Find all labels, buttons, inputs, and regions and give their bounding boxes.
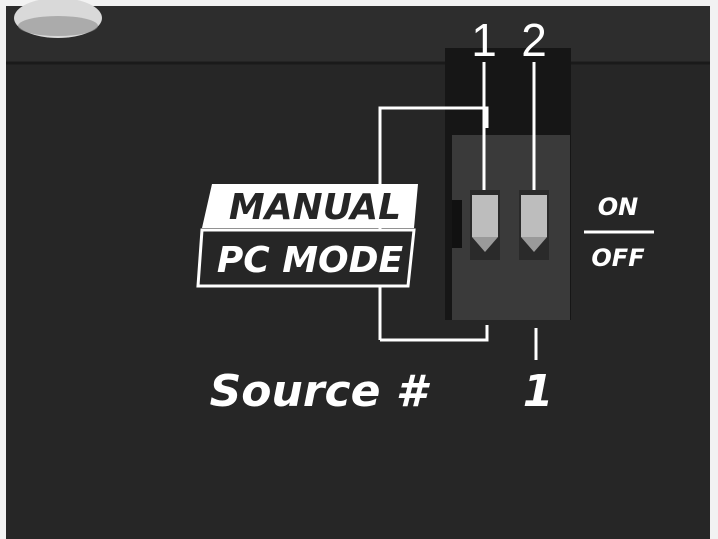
- switch-window-inner: [452, 135, 570, 320]
- switch-number-1: 1: [471, 14, 497, 66]
- switch-1-toggle-tip: [472, 237, 498, 252]
- switch-number-2: 2: [521, 14, 547, 66]
- switch-2-toggle-tip: [521, 237, 547, 252]
- switch-1-toggle[interactable]: [472, 195, 498, 237]
- device-panel: [0, 62, 718, 539]
- switch-2-toggle[interactable]: [521, 195, 547, 237]
- pc-mode-label: PC MODE: [217, 240, 404, 281]
- top-edge-highlight: [0, 0, 718, 6]
- source-label: Source #: [210, 366, 431, 417]
- on-label: ON: [598, 193, 639, 221]
- off-label: OFF: [591, 244, 645, 272]
- left-edge-highlight: [0, 0, 6, 539]
- bracket-bottom: [380, 325, 489, 342]
- right-edge-highlight: [710, 0, 718, 539]
- device-top-edge: [0, 0, 718, 70]
- led-indicator-shadow: [18, 16, 98, 36]
- pc-mode-label-box: [196, 228, 416, 288]
- switch-marker: [452, 200, 462, 248]
- source-value: 1: [523, 366, 554, 417]
- manual-label: MANUAL: [229, 187, 401, 228]
- manual-label-box: [202, 184, 418, 228]
